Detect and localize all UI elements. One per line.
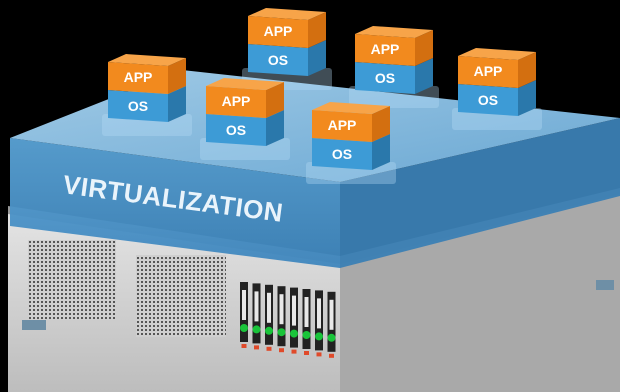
app-layer-top xyxy=(206,78,284,90)
drive-bay xyxy=(265,284,273,351)
drive-bay-handle xyxy=(254,291,259,322)
drive-bay xyxy=(252,283,261,350)
app-label: APP xyxy=(264,23,293,39)
app-label: APP xyxy=(474,63,503,79)
drive-led-red xyxy=(291,349,297,354)
app-layer-side xyxy=(372,106,390,142)
app-layer-top xyxy=(355,26,433,38)
os-label: OS xyxy=(128,98,148,114)
os-layer-side xyxy=(266,110,284,146)
vm-stack: APP OS xyxy=(200,78,290,160)
os-layer-front xyxy=(206,114,266,146)
virtualization-layer-side xyxy=(340,118,620,268)
app-layer-front xyxy=(206,86,266,118)
vm-stack: APP OS xyxy=(102,54,192,136)
app-layer-front xyxy=(458,56,518,88)
vm-stack: APP OS xyxy=(306,102,396,184)
app-layer-side xyxy=(168,58,186,94)
drive-bay xyxy=(240,282,248,348)
drive-led-green xyxy=(315,332,323,341)
app-layer-side xyxy=(266,82,284,118)
os-layer-side xyxy=(168,86,186,122)
drive-led-green xyxy=(302,331,311,339)
drive-bay-handle xyxy=(292,295,296,326)
vm-stack: APP OS xyxy=(452,48,542,130)
app-layer-top xyxy=(458,48,536,60)
os-label: OS xyxy=(375,70,395,86)
vent-grille-right xyxy=(136,255,226,337)
vm-stack: APP OS xyxy=(349,26,439,108)
os-label: OS xyxy=(268,52,288,68)
server-side-face xyxy=(340,192,620,392)
app-layer-top xyxy=(108,54,186,66)
app-layer-top xyxy=(312,102,390,114)
drive-bay xyxy=(277,286,286,353)
app-layer-front xyxy=(248,16,308,48)
drive-bay-handle xyxy=(329,299,334,330)
drive-bay-handle xyxy=(279,294,284,325)
app-layer-top xyxy=(248,8,326,20)
drive-bay xyxy=(302,289,311,355)
app-label: APP xyxy=(328,117,357,133)
drive-led-red xyxy=(266,346,272,351)
drive-led-red xyxy=(304,351,309,355)
os-label: OS xyxy=(226,122,246,138)
app-layer-side xyxy=(308,12,326,48)
drive-led-green xyxy=(252,325,261,334)
os-label: OS xyxy=(332,146,352,162)
os-layer-side xyxy=(518,80,536,116)
app-layer-side xyxy=(415,30,433,66)
os-layer-front xyxy=(312,138,372,170)
virtualization-layer-front xyxy=(10,138,340,268)
drive-led-red xyxy=(241,344,247,348)
app-layer-side xyxy=(518,52,536,88)
vm-stack: APP OS xyxy=(242,8,332,90)
server-foot-right xyxy=(596,280,614,290)
os-layer-front xyxy=(355,62,415,94)
drive-led-green xyxy=(327,333,336,342)
server-foot-left xyxy=(22,320,46,330)
app-layer-front xyxy=(355,34,415,66)
app-layer-front xyxy=(108,62,168,94)
app-label: APP xyxy=(222,93,251,109)
drive-bay xyxy=(327,291,336,358)
drive-bay xyxy=(315,290,323,357)
app-label: APP xyxy=(124,69,153,85)
drive-led-red xyxy=(279,348,284,353)
drive-led-green xyxy=(265,326,273,335)
drive-led-green xyxy=(240,324,248,332)
drive-led-red xyxy=(316,352,322,357)
os-label: OS xyxy=(478,92,498,108)
vm-stacks: APP OS APP OS APP OS APP OS APP OS APP OS xyxy=(102,8,542,184)
os-layer-side xyxy=(308,40,326,76)
os-layer-front xyxy=(248,44,308,76)
os-layer-side xyxy=(415,58,433,94)
os-layer-front xyxy=(458,84,518,116)
drive-bay xyxy=(290,287,298,354)
drive-bay-handle xyxy=(267,292,271,323)
drive-bay-handle xyxy=(304,297,309,327)
os-layer-front xyxy=(108,90,168,122)
drive-bay-handle xyxy=(317,298,321,329)
app-layer-front xyxy=(312,110,372,142)
drive-led-green xyxy=(277,328,286,337)
drive-led-green xyxy=(290,329,298,338)
os-layer-side xyxy=(372,134,390,170)
vent-grille-left xyxy=(28,240,116,320)
app-label: APP xyxy=(371,41,400,57)
drive-led-red xyxy=(329,353,334,358)
drive-bays xyxy=(240,282,336,358)
drive-bay-handle xyxy=(242,290,246,320)
drive-led-red xyxy=(254,345,259,350)
